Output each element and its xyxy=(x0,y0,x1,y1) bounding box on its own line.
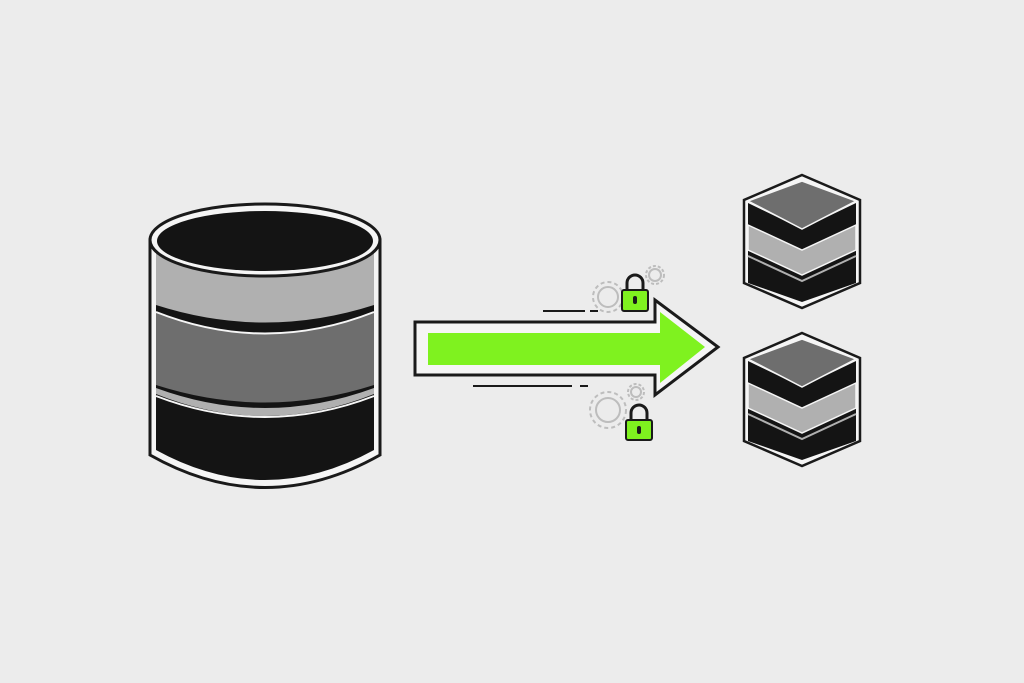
cube-shard-icon xyxy=(742,173,862,310)
lock-icon xyxy=(621,273,649,312)
gear-icon xyxy=(627,383,645,401)
cube-shard-icon xyxy=(742,331,862,468)
database-icon xyxy=(148,202,382,489)
lock-icon xyxy=(625,403,653,441)
gear-icon xyxy=(589,391,627,429)
speed-lines xyxy=(473,310,598,387)
arrow-icon xyxy=(413,297,721,399)
gear-icon xyxy=(645,265,665,285)
